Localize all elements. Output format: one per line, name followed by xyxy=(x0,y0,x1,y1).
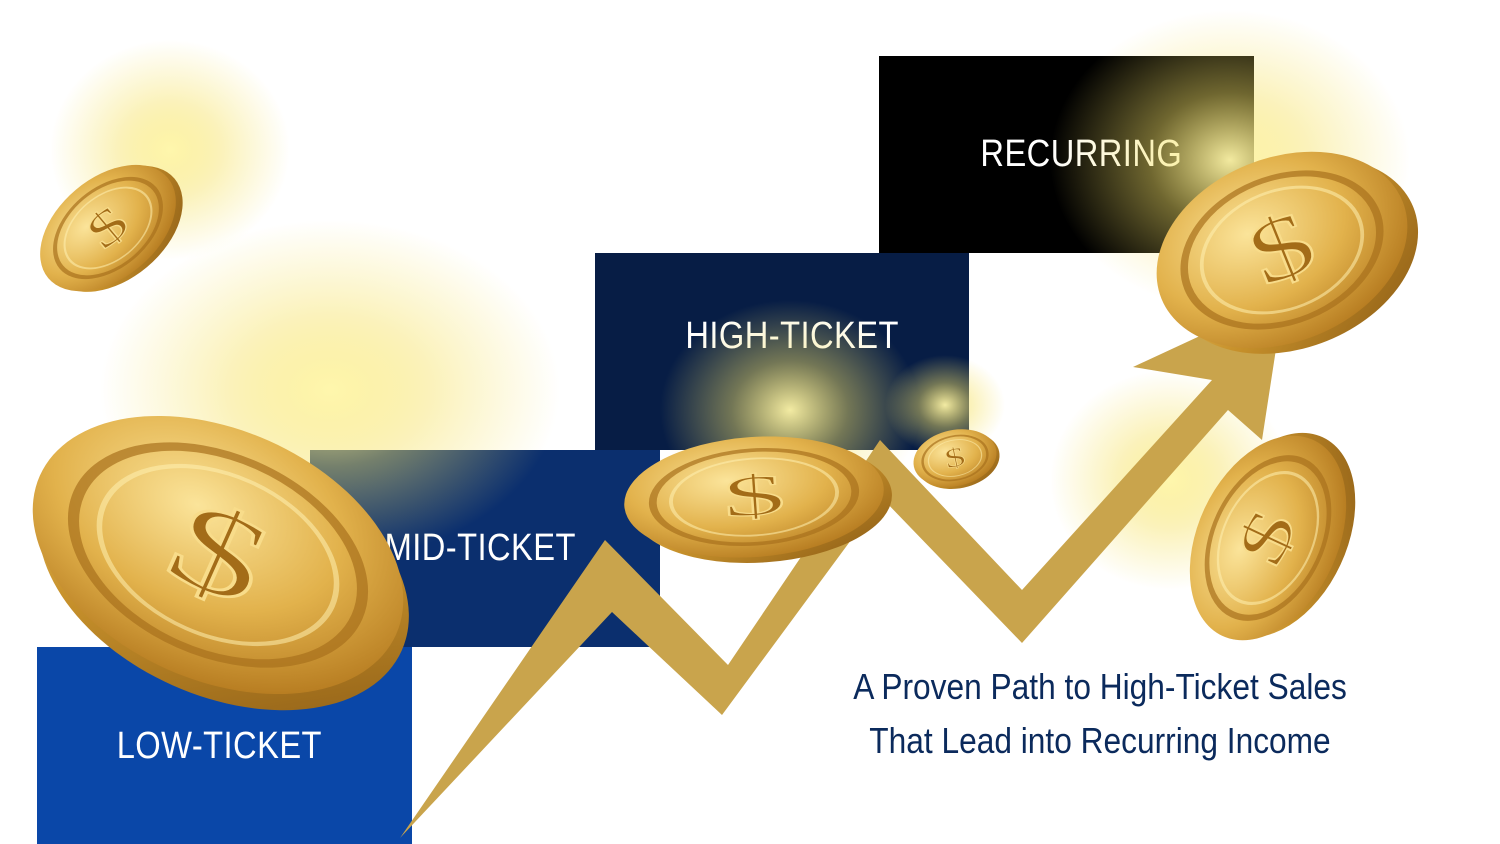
step-low-ticket: LOW-TICKET xyxy=(37,647,412,844)
tagline-line-1: A Proven Path to High-Ticket Sales xyxy=(853,666,1347,707)
step-high-ticket: HIGH-TICKET xyxy=(595,253,969,450)
gold-dollar-coin-icon xyxy=(1159,405,1386,669)
gold-dollar-coin-icon xyxy=(16,137,207,321)
step-mid-ticket-label: MID-TICKET xyxy=(384,527,576,569)
coin-glow xyxy=(50,40,290,260)
tagline: A Proven Path to High-Ticket Sales That … xyxy=(836,660,1364,768)
step-mid-ticket: MID-TICKET xyxy=(310,450,660,647)
step-recurring: RECURRING xyxy=(879,56,1254,253)
step-high-ticket-label: HIGH-TICKET xyxy=(685,315,899,357)
step-low-ticket-label: LOW-TICKET xyxy=(116,725,323,767)
step-recurring-label: RECURRING xyxy=(980,133,1183,175)
coin-glow xyxy=(1050,370,1290,590)
tagline-line-2: That Lead into Recurring Income xyxy=(869,720,1331,761)
